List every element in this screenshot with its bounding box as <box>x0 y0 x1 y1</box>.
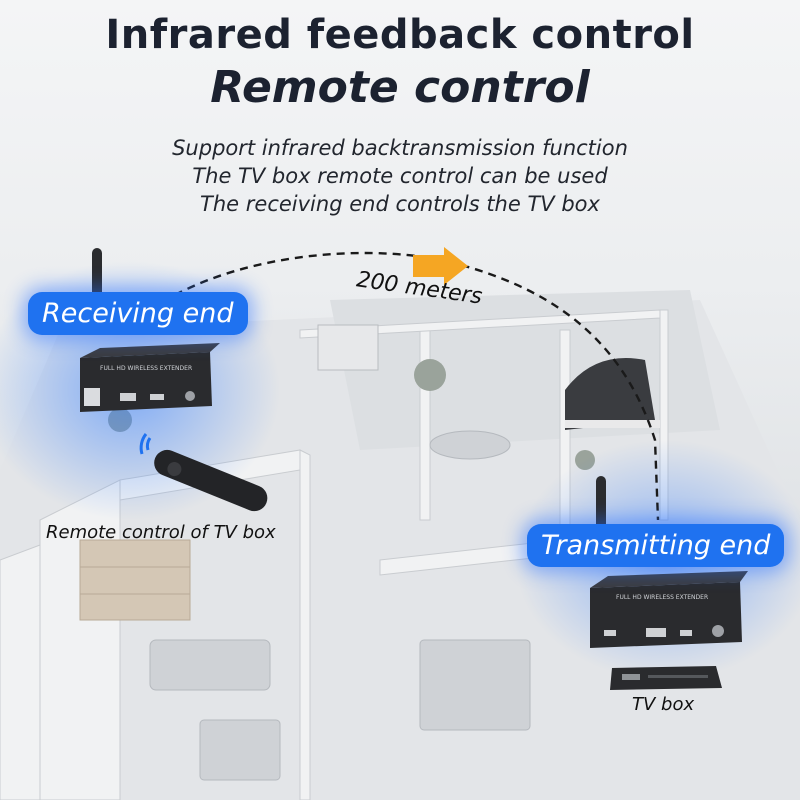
transmitting-end-badge: Transmitting end <box>527 524 785 567</box>
direction-arrow-icon <box>413 247 468 285</box>
tv-box-device <box>610 666 722 690</box>
description-line-2: The TV box remote control can be used <box>192 164 608 188</box>
page-title: Infrared feedback control <box>105 12 695 58</box>
remote-caption: Remote control of TV box <box>46 522 276 543</box>
transmitter-device: FULL HD WIRELESS EXTENDER <box>590 476 748 648</box>
description-line-3: The receiving end controls the TV box <box>200 192 600 216</box>
transmitter-device-label: FULL HD WIRELESS EXTENDER <box>616 594 708 601</box>
remote-control-device <box>139 433 268 512</box>
receiver-device-label: FULL HD WIRELESS EXTENDER <box>100 365 192 372</box>
bookshelf <box>79 539 191 621</box>
page-subtitle: Remote control <box>210 62 590 113</box>
ir-signal-icon <box>145 437 152 451</box>
receiving-end-badge: Receiving end <box>28 292 248 335</box>
description-line-1: Support infrared backtransmission functi… <box>172 136 628 160</box>
tv-box-caption: TV box <box>632 694 695 715</box>
receiver-device: FULL HD WIRELESS EXTENDER <box>80 248 220 412</box>
piano <box>565 358 660 430</box>
